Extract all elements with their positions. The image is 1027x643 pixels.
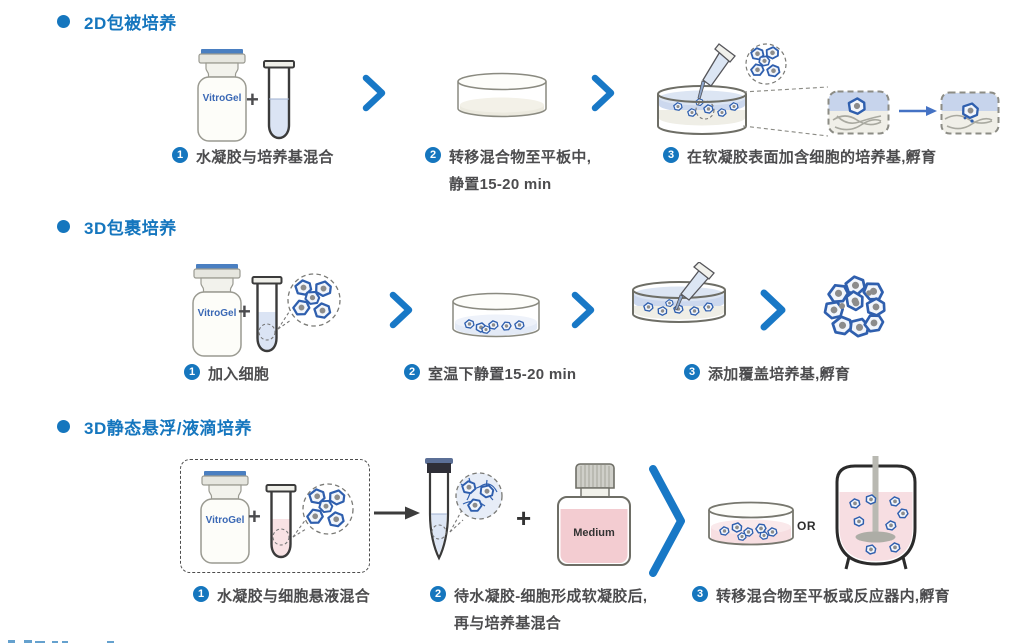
step-caption: 室温下静置15-20 min (428, 366, 577, 383)
dish-with-cells-icon (452, 292, 540, 338)
section-2-heading: 3D包裹培养 (57, 214, 177, 239)
step-number-badge: 3 (663, 147, 679, 163)
magnifier-tether (277, 308, 292, 330)
vitrogel-vial-icon (200, 471, 250, 564)
section-3-title: 3D静态悬浮/液滴培养 (84, 419, 252, 438)
step-number-badge: 1 (172, 147, 188, 163)
chevron-right-large-icon (649, 465, 685, 577)
chevron-right-icon (760, 289, 786, 331)
plus-sign: + (248, 504, 261, 529)
tube-icon (263, 60, 295, 140)
gel-crosssection-after-icon (940, 91, 1000, 135)
dish-with-pipette-icon (632, 262, 726, 323)
section-3-heading: 3D静态悬浮/液滴培养 (57, 414, 252, 439)
step-caption: 加入细胞 (208, 366, 270, 383)
cell-spheroid-icon (820, 275, 888, 341)
vitrogel-label: VitroGel (202, 93, 242, 104)
step-number-badge: 3 (684, 364, 700, 380)
cells-magnifier-icon (287, 273, 341, 327)
step-caption: 待水凝胶-细胞形成软凝胶后, (454, 588, 648, 605)
bioreactor-icon (835, 456, 917, 570)
step-caption: 添加覆盖培养基,孵育 (708, 366, 851, 383)
plus-sign: + (516, 503, 532, 533)
magnifier-tether (449, 509, 464, 533)
chevron-right-icon (362, 74, 386, 112)
magnifier-tether (292, 518, 307, 538)
step-caption: 转移混合物至平板中, (449, 149, 592, 166)
dish-with-cells-icon (708, 501, 794, 546)
step-caption: 在软凝胶表面加含细胞的培养基,孵育 (687, 149, 937, 166)
step-caption: 水凝胶与细胞悬液混合 (217, 588, 371, 605)
bullet-icon (57, 15, 70, 28)
arrow-right-icon (899, 106, 937, 116)
step-number-badge: 3 (692, 586, 708, 602)
vitrogel-label: VitroGel (197, 308, 237, 319)
plus-sign: + (238, 299, 251, 324)
chevron-right-icon (591, 74, 615, 112)
step-number-badge: 1 (193, 586, 209, 602)
step-number-badge: 1 (184, 364, 200, 380)
petri-dish-icon (457, 72, 547, 118)
step-caption-line2: 静置15-20 min (449, 176, 552, 193)
medium-bottle-icon (557, 463, 631, 566)
dish-with-pipette-icon (657, 43, 747, 135)
tube-icon (265, 484, 297, 559)
mixture-dashed-box (180, 459, 370, 573)
step-number-badge: 2 (430, 586, 446, 602)
vitrogel-vial-icon (197, 49, 247, 142)
step-caption: 转移混合物至平板或反应器内,孵育 (716, 588, 950, 605)
step-number-badge: 2 (404, 364, 420, 380)
tube-icon (251, 276, 283, 353)
cells-magnifier-icon (745, 43, 787, 85)
pipette-icon (674, 262, 715, 311)
medium-bottle-label: Medium (573, 527, 615, 539)
chevron-right-icon (571, 291, 595, 329)
step-number-badge: 2 (425, 147, 441, 163)
projection-lines (742, 86, 829, 137)
section-2-title: 3D包裹培养 (84, 219, 177, 238)
section-1-heading: 2D包被培养 (57, 9, 177, 34)
vitrogel-label: VitroGel (205, 515, 245, 526)
arrow-right-black-icon (374, 506, 420, 520)
section-1-title: 2D包被培养 (84, 14, 177, 33)
bullet-icon (57, 220, 70, 233)
pipette-icon (697, 43, 736, 100)
cells-magnifier-icon (302, 483, 354, 535)
vitrogel-vial-icon (192, 264, 242, 357)
step-caption: 水凝胶与培养基混合 (196, 149, 334, 166)
bullet-icon (57, 420, 70, 433)
centrifuge-tube-icon (425, 458, 453, 561)
cells-in-gel-magnifier-icon (455, 472, 503, 520)
chevron-right-icon (389, 291, 413, 329)
or-label: OR (797, 519, 816, 533)
plus-sign: + (246, 87, 259, 112)
gel-crosssection-before-icon (827, 90, 890, 135)
step-caption-line2: 再与培养基混合 (454, 615, 562, 632)
